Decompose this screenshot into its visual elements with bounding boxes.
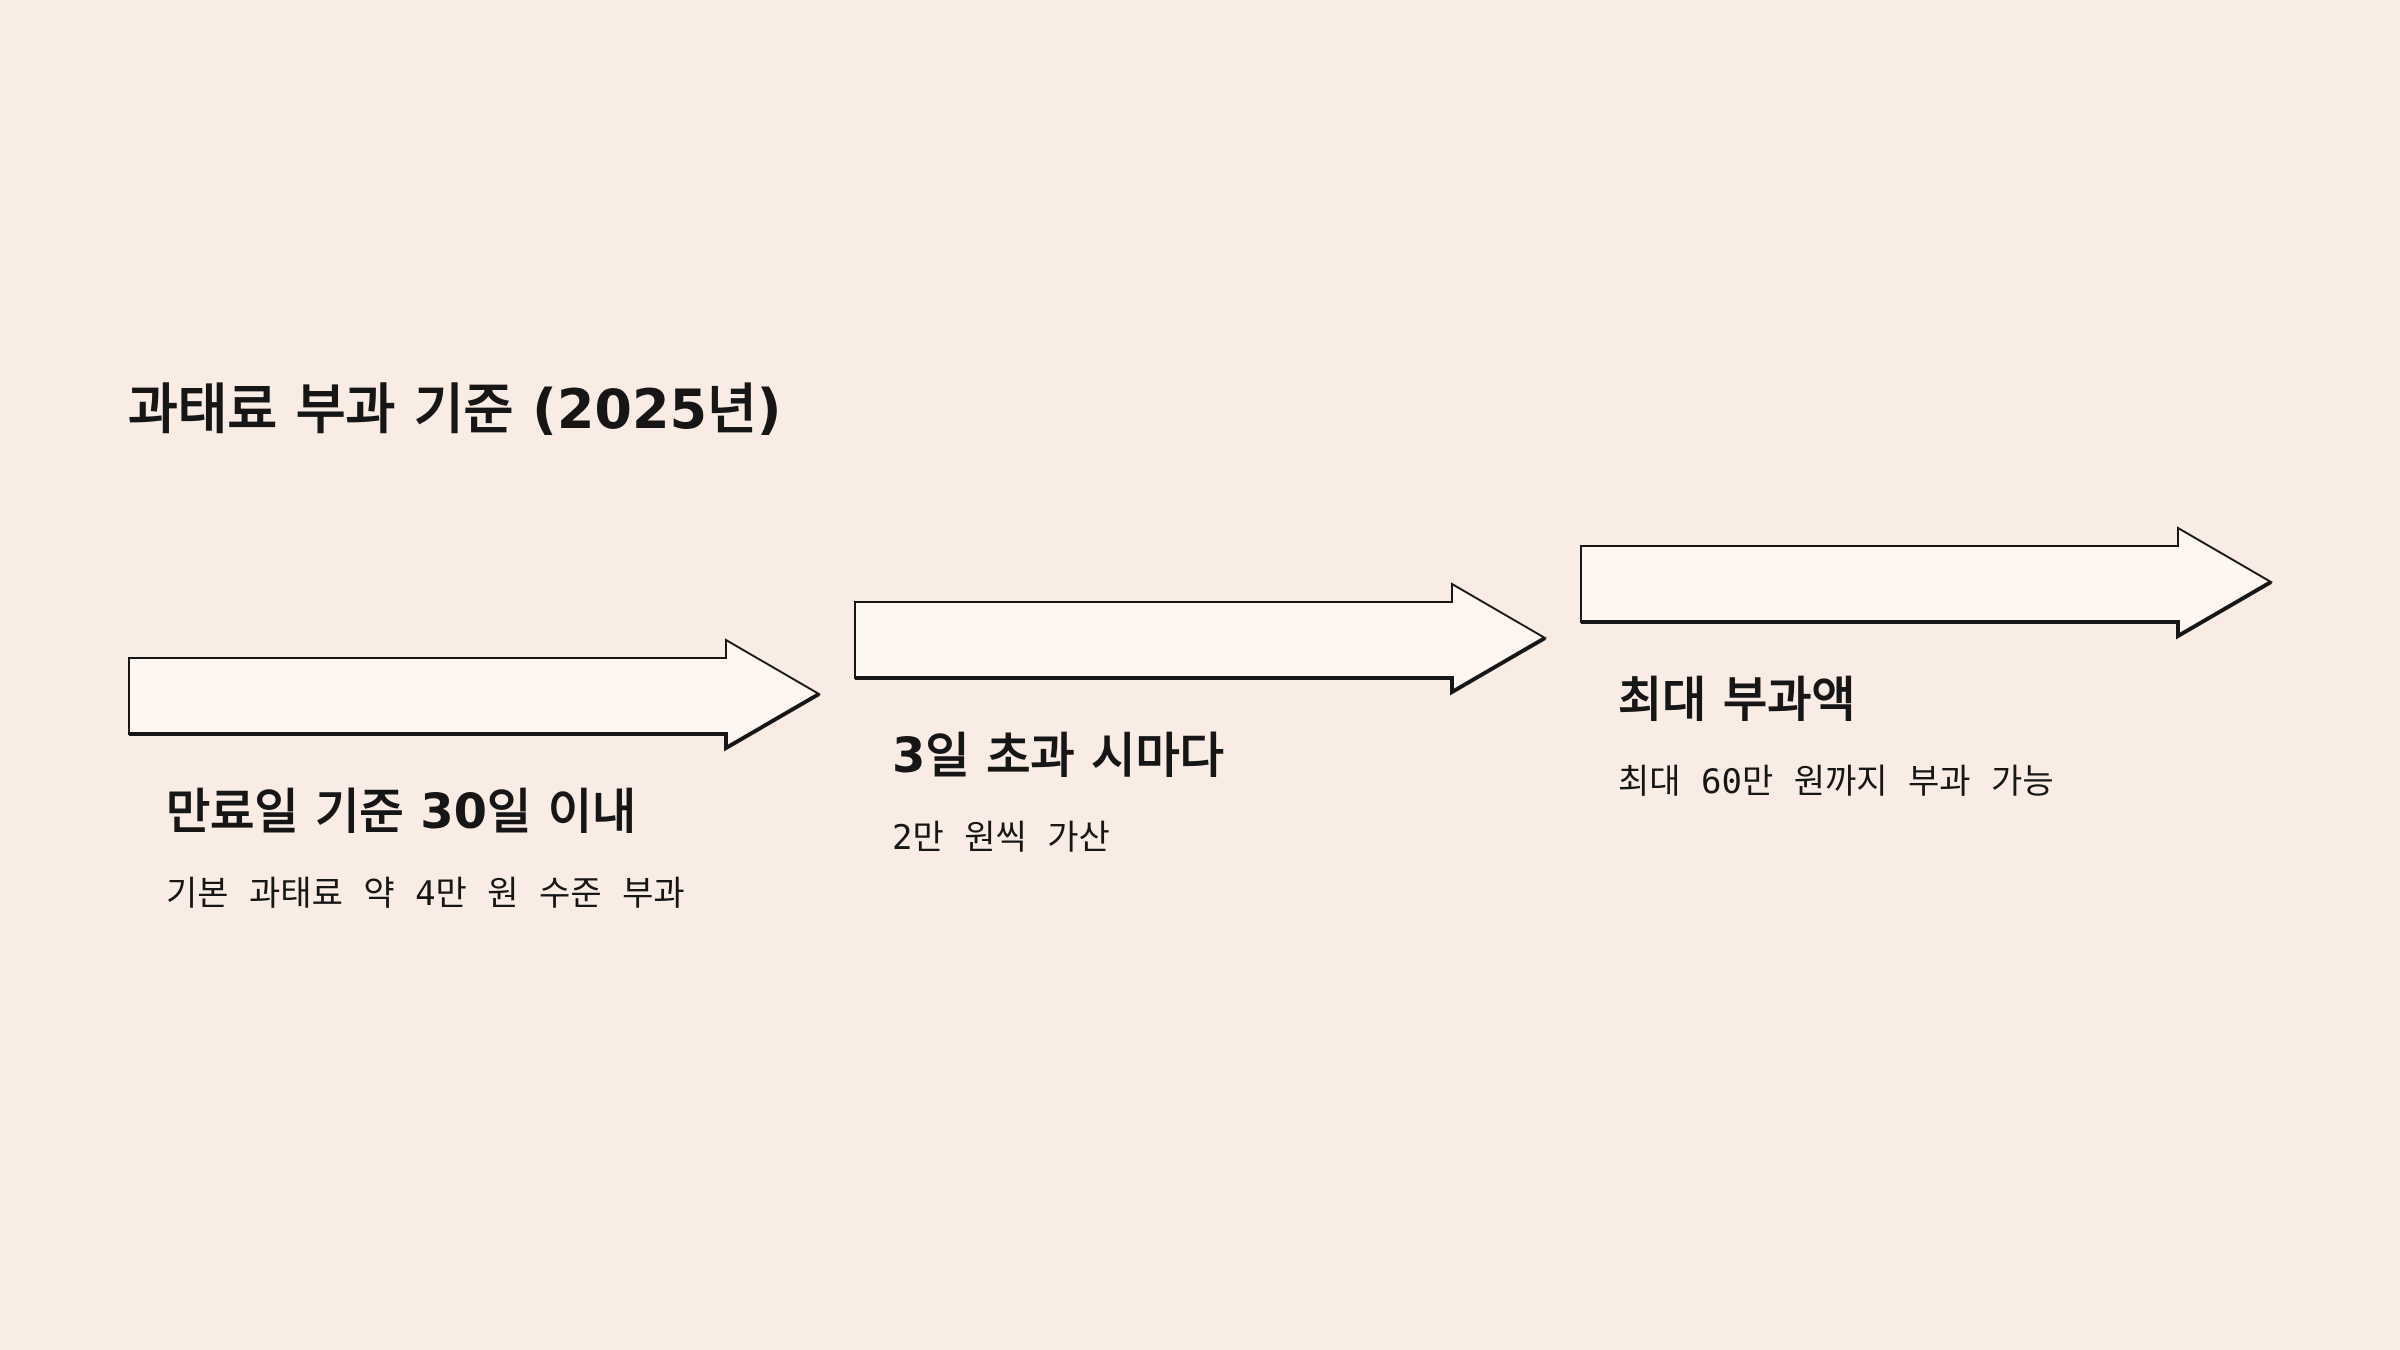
step-1-arrow: [128, 638, 821, 752]
step-2-arrow: [854, 582, 1547, 696]
step-2-heading: 3일 초과 시마다: [892, 728, 1224, 784]
step-1-description: 기본 과태료 약 4만 원 수준 부과: [166, 874, 685, 914]
step-3-description: 최대 60만 원까지 부과 가능: [1618, 762, 2054, 802]
step-2-description: 2만 원씩 가산: [892, 818, 1110, 858]
step-1-heading: 만료일 기준 30일 이내: [166, 784, 637, 840]
step-3-arrow: [1580, 526, 2273, 640]
diagram-title: 과태료 부과 기준 (2025년): [128, 378, 782, 441]
step-3-heading: 최대 부과액: [1618, 672, 1856, 728]
